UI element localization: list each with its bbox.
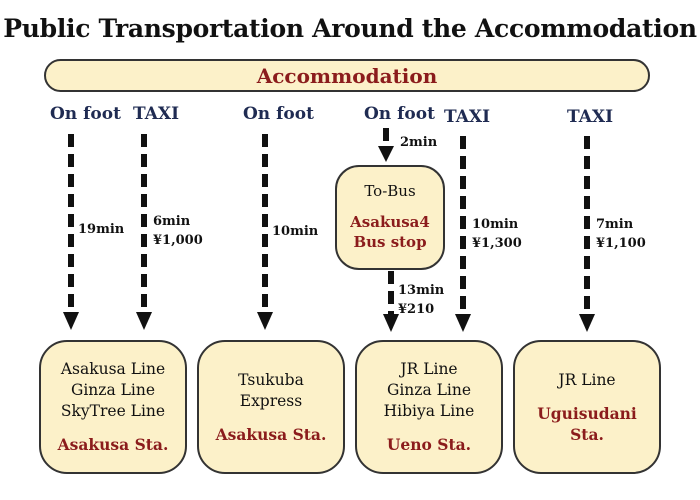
time-label-foot-3: 2min [400, 135, 438, 150]
time-fare-label-taxi-3: 7min¥1,100 [596, 217, 646, 251]
bus-stop-name: Asakusa4 Bus stop [350, 213, 430, 251]
arrowhead-foot-3 [378, 146, 394, 162]
bus-stop-label: To-Bus [364, 182, 416, 200]
station-box-asakusa-tsukuba: Tsukuba Express Asakusa Sta. [197, 340, 345, 474]
station-lines: JR Line Ginza Line Hibiya Line [383, 360, 475, 420]
station-name: Uguisudani Sta. [537, 403, 637, 444]
time-fare-label-taxi-2: 10min¥1,300 [472, 217, 522, 251]
time-fare-label-bus: 13min¥210 [398, 283, 445, 317]
station-lines: JR Line [558, 370, 616, 389]
diagram-title: Public Transportation Around the Accommo… [3, 14, 697, 43]
bus-stop-box: To-Bus Asakusa4 Bus stop [335, 165, 445, 270]
time-label-foot-1: 19min [78, 222, 125, 237]
time-label-foot-2: 10min [272, 224, 319, 239]
mode-taxi-2: TAXI [444, 107, 491, 127]
mode-on-foot-3: On foot [364, 104, 435, 124]
mode-taxi-1: TAXI [133, 104, 180, 124]
station-box-ueno: JR Line Ginza Line Hibiya Line Ueno Sta. [355, 340, 503, 474]
mode-on-foot-2: On foot [243, 104, 314, 124]
mode-taxi-3: TAXI [567, 107, 614, 127]
accommodation-box: Accommodation [44, 59, 650, 92]
station-lines: Asakusa Line Ginza Line SkyTree Line [60, 360, 166, 420]
station-lines: Tsukuba Express [238, 370, 304, 410]
time-fare-label-taxi-1: 6min¥1,000 [153, 214, 203, 248]
station-name: Asakusa Sta. [215, 424, 327, 444]
arrowhead-foot-2 [257, 312, 273, 330]
station-box-asakusa: Asakusa Line Ginza Line SkyTree Line Asa… [39, 340, 187, 474]
arrowhead-taxi-1 [136, 312, 152, 330]
arrowhead-taxi-2 [455, 314, 471, 332]
mode-on-foot-1: On foot [50, 104, 121, 124]
arrowhead-bus [383, 314, 399, 332]
arrowhead-taxi-3 [579, 314, 595, 332]
station-name: Ueno Sta. [386, 435, 472, 454]
station-name: Asakusa Sta. [57, 435, 169, 454]
station-box-uguisudani: JR Line Uguisudani Sta. [513, 340, 661, 474]
arrowhead-foot-1 [63, 312, 79, 330]
